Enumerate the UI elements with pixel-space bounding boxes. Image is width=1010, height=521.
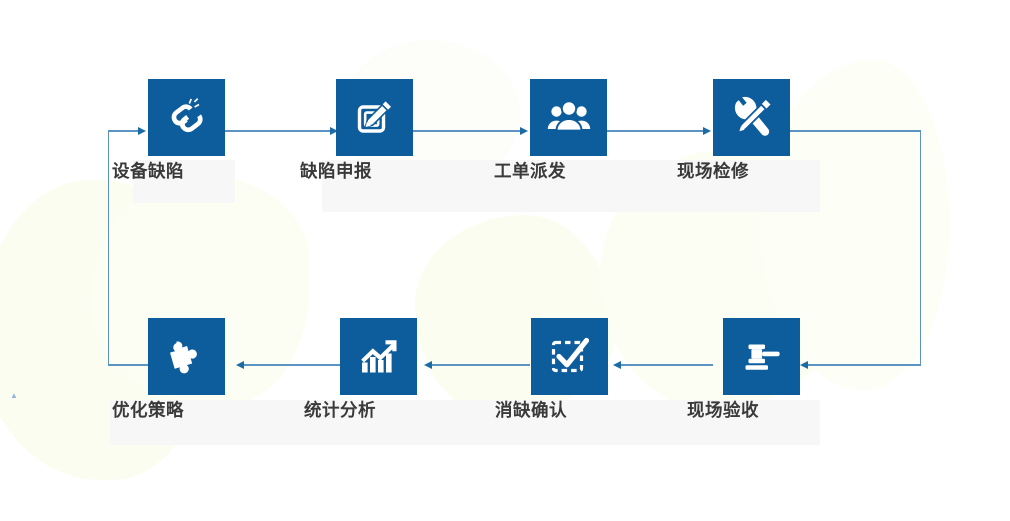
puzzle-piece-icon [164, 334, 210, 380]
broken-chain-icon [164, 95, 210, 141]
node-tile[interactable] [530, 79, 607, 156]
connector-left-elbow-horizontal-top [108, 130, 140, 132]
bar-chart-trend-icon [356, 334, 402, 380]
tools-icon [729, 95, 775, 141]
arrow-head-to-optimization [236, 360, 244, 369]
arrow-head-to-onsite-repair [703, 126, 711, 135]
connector-onsite-acceptance-to-defect-confirm [621, 364, 713, 366]
connector-defect-report-to-work-order [412, 130, 522, 132]
arrow-head-to-onsite-acceptance [800, 360, 808, 369]
connector-left-elbow-horizontal-bottom [108, 364, 150, 366]
label-band-bottom [110, 400, 820, 445]
node-label: 缺陷申报 [300, 161, 372, 181]
arrow-head-to-equipment-defect [138, 126, 146, 135]
connector-left-elbow-vertical [107, 130, 110, 365]
node-tile[interactable] [148, 318, 225, 395]
connector-statistics-to-optimization [244, 364, 340, 366]
label-band-top-1 [133, 160, 235, 203]
gavel-icon [739, 334, 785, 380]
edit-pencil-icon [352, 95, 398, 141]
label-band-top-234 [322, 160, 820, 212]
dashed-check-icon [547, 334, 593, 380]
node-tile[interactable] [723, 318, 800, 395]
stray-mark: ▲ [10, 391, 18, 400]
node-label: 统计分析 [304, 400, 376, 420]
node-label: 设备缺陷 [112, 161, 184, 181]
node-tile[interactable] [340, 318, 417, 395]
node-tile[interactable] [713, 79, 790, 156]
node-label: 工单派发 [494, 161, 566, 181]
node-tile[interactable] [148, 79, 225, 156]
connector-defect-confirm-to-statistics [432, 364, 530, 366]
connector-right-elbow-vertical [919, 130, 922, 365]
node-label: 现场验收 [687, 400, 759, 420]
connector-right-elbow-horizontal-top [790, 130, 921, 132]
arrow-head-to-defect-confirm [613, 360, 621, 369]
node-tile[interactable] [336, 79, 413, 156]
connector-right-elbow-horizontal-bottom [808, 364, 921, 366]
arrow-head-to-statistics [424, 360, 432, 369]
people-group-icon [546, 95, 592, 141]
node-label: 消缺确认 [495, 400, 567, 420]
arrow-head-to-defect-report [330, 126, 338, 135]
node-label: 现场检修 [677, 161, 749, 181]
connector-work-order-to-onsite-repair [607, 130, 707, 132]
node-label: 优化策略 [112, 400, 184, 420]
connector-equipment-defect-to-defect-report [225, 130, 332, 132]
arrow-head-to-work-order [520, 126, 528, 135]
node-tile[interactable] [531, 318, 608, 395]
